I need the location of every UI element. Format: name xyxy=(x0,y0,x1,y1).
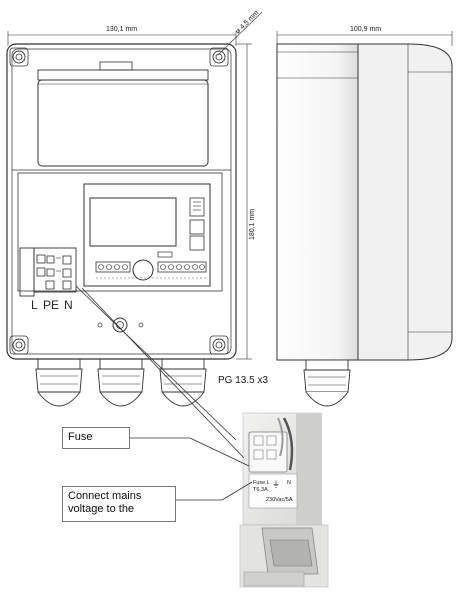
corner-screw xyxy=(209,335,229,355)
corner-screw xyxy=(9,47,29,67)
cable-gland xyxy=(159,358,207,407)
depth-dimension: 100,9 mm xyxy=(350,26,381,33)
width-dimension: 130,1 mm xyxy=(106,26,137,33)
fuse-callout-text: Fuse xyxy=(68,431,93,443)
glands-label: PG 13.5 x3 xyxy=(218,375,268,386)
terminal-label-n: N xyxy=(64,298,73,312)
fuse-photo xyxy=(239,412,329,588)
corner-screw xyxy=(209,47,229,67)
control-board xyxy=(83,183,211,287)
photo-label-n: N xyxy=(287,480,291,486)
cable-gland xyxy=(97,358,145,407)
photo-label-voltage: 230Vac/5A xyxy=(266,497,293,503)
terminal-label-pe: PE xyxy=(43,298,59,312)
connect-callout: Connect mains voltage to the xyxy=(62,486,176,522)
corner-screw xyxy=(9,335,29,355)
front-view xyxy=(6,11,263,407)
fuse-callout: Fuse xyxy=(62,427,130,449)
side-view xyxy=(276,31,453,407)
callout-lines xyxy=(75,285,253,501)
photo-label-rating: T6,3A xyxy=(253,487,268,493)
height-dimension: 180,1 mm xyxy=(249,209,256,240)
ground-icon: ⏚ xyxy=(272,480,280,489)
terminal-label-l: L xyxy=(31,298,38,312)
cable-gland xyxy=(35,358,83,407)
connect-callout-text: Connect mains voltage to the xyxy=(68,490,142,515)
mains-terminal-block xyxy=(19,247,77,297)
photo-label-fuse: Fuse L xyxy=(253,480,270,486)
hole-dimension: ø 4,5 mm xyxy=(234,9,260,35)
